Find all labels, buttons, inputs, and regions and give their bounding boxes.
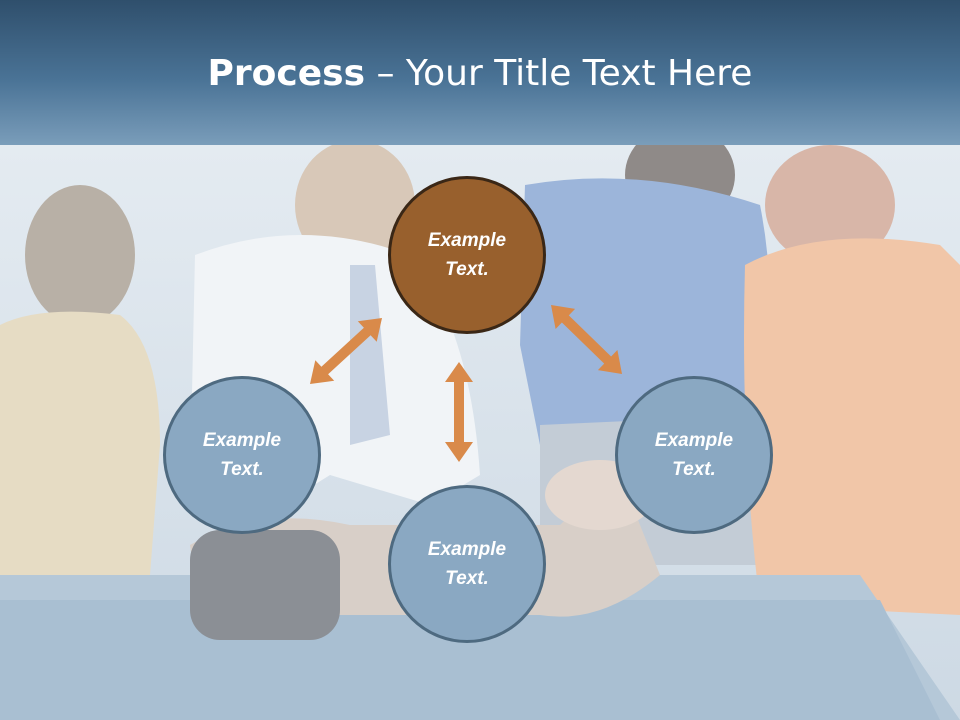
- node-left-label: Example Text.: [202, 430, 282, 480]
- node-bottom-label: Example Text.: [427, 539, 507, 589]
- title-bold-text: Process: [207, 53, 366, 94]
- diagram-node-left[interactable]: Example Text.: [163, 376, 321, 534]
- diagram-node-bottom[interactable]: Example Text.: [388, 485, 546, 643]
- title-bar: Process – Your Title Text Here: [0, 0, 960, 145]
- title-rest-text: – Your Title Text Here: [365, 53, 753, 94]
- diagram-node-right[interactable]: Example Text.: [615, 376, 773, 534]
- node-right-label: Example Text.: [654, 430, 734, 480]
- slide-title[interactable]: Process – Your Title Text Here: [0, 50, 960, 98]
- diagram-node-top[interactable]: Example Text.: [388, 176, 546, 334]
- node-top-label: Example Text.: [427, 230, 507, 280]
